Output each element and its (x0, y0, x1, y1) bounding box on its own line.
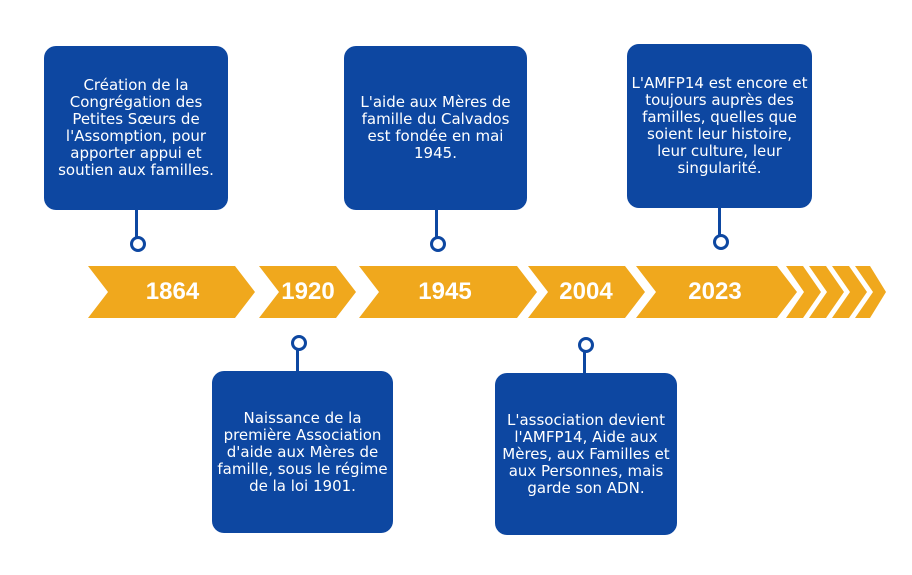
year-label: 2004 (559, 278, 613, 305)
connector-line (718, 206, 721, 236)
event-text: L'AMFP14 est encore et toujours auprès d… (631, 74, 808, 177)
connector-line (135, 208, 138, 238)
year-label: 1864 (145, 278, 200, 305)
event-text: Création de la Congrégation des Petites … (58, 76, 214, 179)
timeline-marker (430, 236, 446, 252)
chevron-arrow-icon (832, 266, 867, 318)
event-text: L'aide aux Mères de famille du Calvados … (360, 93, 511, 162)
timeline-marker (578, 337, 594, 353)
segment-1945 (359, 266, 537, 318)
year-label: 1945 (418, 278, 472, 305)
timeline-marker (713, 234, 729, 250)
event-card-2023: L'AMFP14 est encore et toujours auprès d… (627, 44, 812, 208)
event-card-1920: Naissance de la première Association d'a… (212, 371, 393, 533)
segment-2004 (528, 266, 645, 318)
chevron-arrow-icon (809, 266, 844, 318)
timeline-marker (291, 335, 307, 351)
event-text: L'association devient l'AMFP14, Aide aux… (502, 410, 670, 497)
segment-1864 (88, 266, 255, 318)
timeline-marker (130, 236, 146, 252)
event-card-2004: L'association devient l'AMFP14, Aide aux… (495, 373, 677, 535)
event-text: Naissance de la première Association d'a… (217, 408, 388, 495)
event-card-1864: Création de la Congrégation des Petites … (44, 46, 228, 210)
connector-line (435, 208, 438, 238)
event-card-1945: L'aide aux Mères de famille du Calvados … (344, 46, 527, 210)
segment-1920 (259, 266, 356, 318)
connector-line (583, 351, 586, 375)
chevron-arrow-icon (855, 266, 886, 318)
year-label: 2023 (688, 278, 742, 305)
connector-line (296, 349, 299, 373)
year-label: 1920 (281, 278, 335, 305)
segment-2023 (636, 266, 797, 318)
chevron-arrow-icon (786, 266, 821, 318)
